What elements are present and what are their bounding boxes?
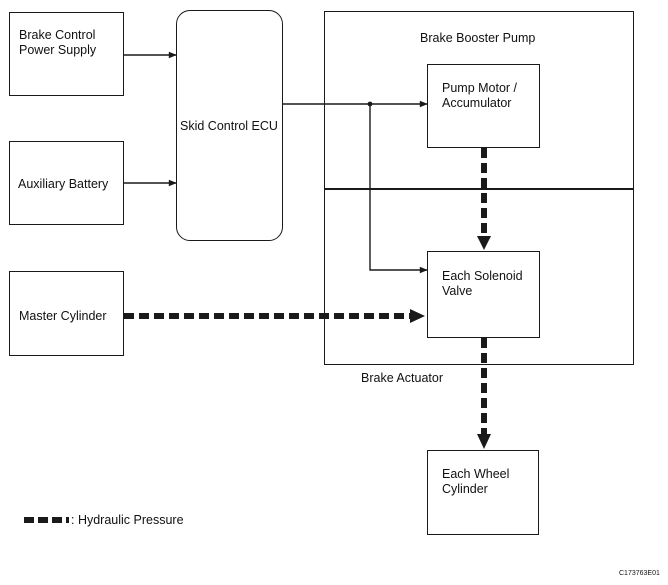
aux-battery-label: Auxiliary Battery [18, 177, 109, 191]
wheel-cylinder-block: Each Wheel Cylinder [427, 450, 539, 535]
brake-booster-pump-region: Brake Booster Pump [324, 11, 634, 190]
brake-booster-pump-label: Brake Booster Pump [420, 31, 536, 45]
wheel-cylinder-label: Each Wheel Cylinder [442, 467, 510, 496]
pump-motor-label: Pump Motor / Accumulator [442, 81, 518, 110]
legend-hydraulic-label: : Hydraulic Pressure [71, 513, 184, 527]
skid-control-ecu-block: Skid Control ECU [176, 10, 283, 241]
brake-actuator-label: Brake Actuator [361, 371, 443, 385]
power-supply-label: Brake Control Power Supply [19, 28, 97, 57]
solenoid-valve-block: Each Solenoid Valve [427, 251, 540, 338]
hydraulic-arrowhead-solenoid [477, 236, 491, 250]
brake-actuator-region [324, 188, 634, 365]
wire-ecu-to-solenoid [369, 104, 428, 274]
power-supply-block: Brake Control Power Supply [9, 12, 124, 96]
hydraulic-arrowhead-wheel [477, 434, 491, 449]
hydraulic-arrowhead-master [410, 309, 425, 323]
figure-code: C173763E01 [619, 570, 660, 577]
solenoid-valve-label: Each Solenoid Valve [442, 269, 523, 298]
pump-motor-block: Pump Motor / Accumulator [427, 64, 540, 148]
skid-control-ecu-label: Skid Control ECU [180, 119, 278, 133]
master-cylinder-block: Master Cylinder [9, 271, 124, 356]
master-cylinder-label: Master Cylinder [19, 309, 107, 323]
aux-battery-block: Auxiliary Battery [9, 141, 124, 225]
